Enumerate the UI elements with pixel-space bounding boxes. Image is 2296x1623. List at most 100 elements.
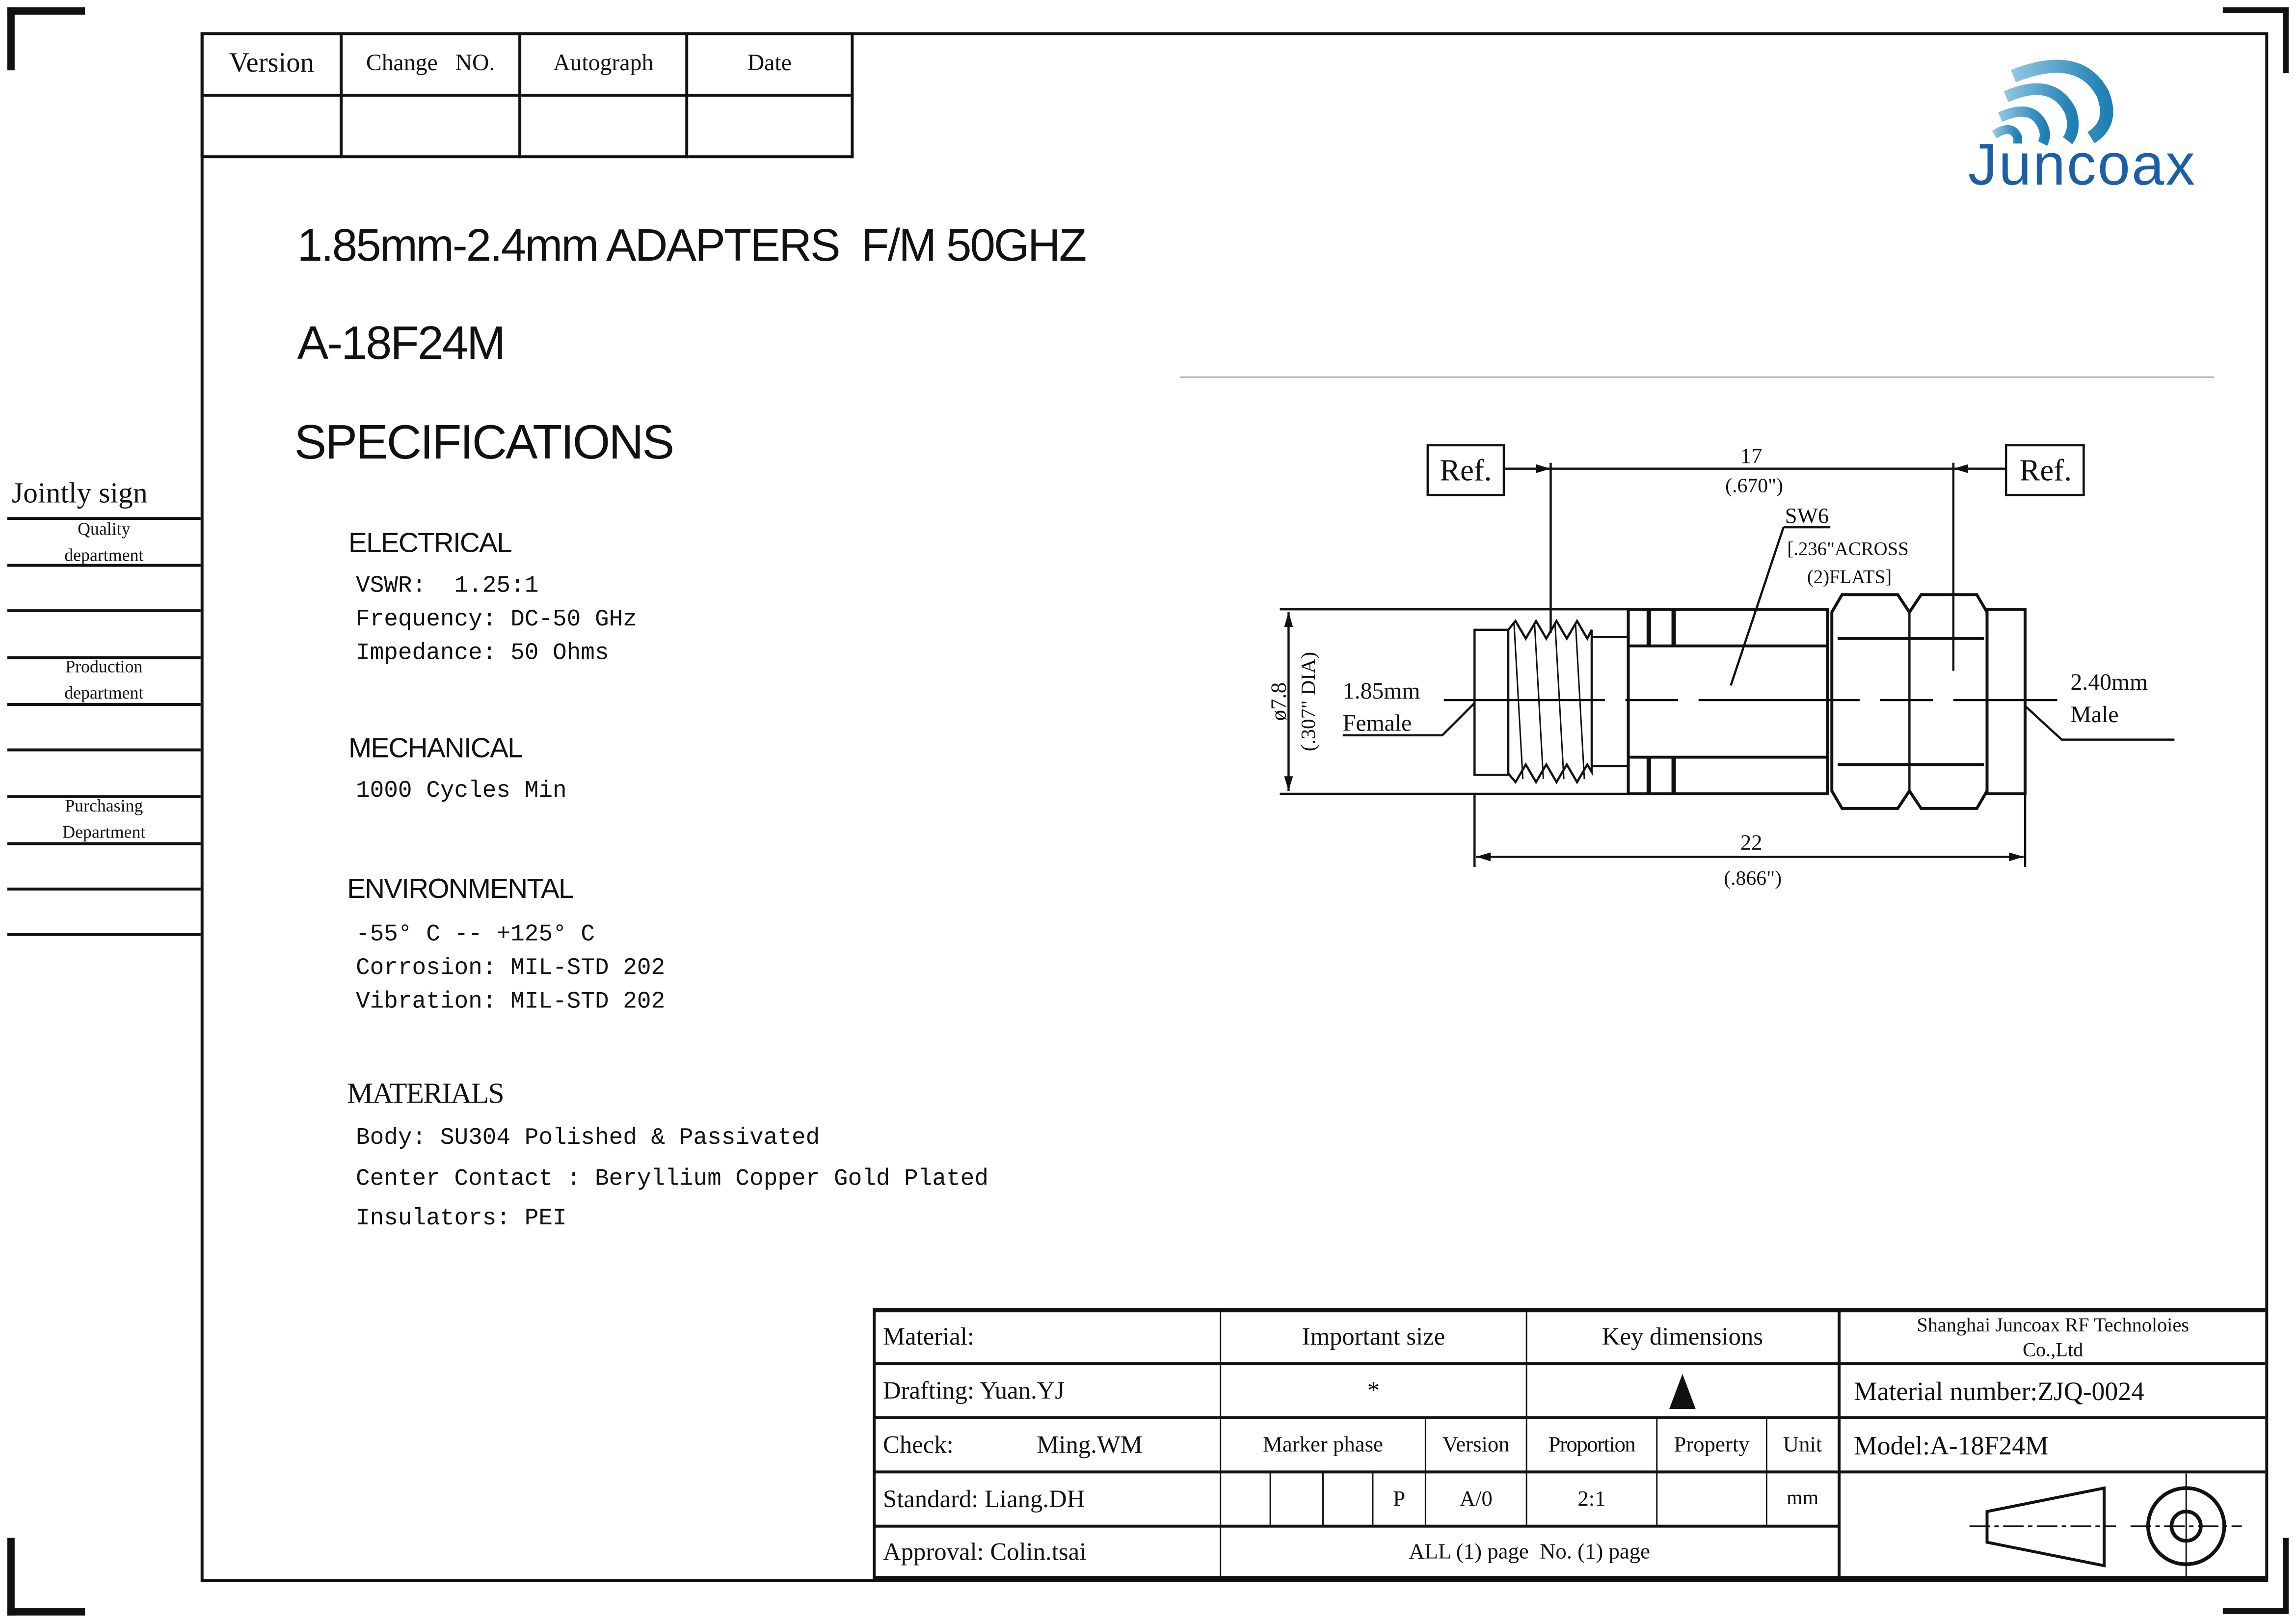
diameter-inch-label: (.307" DIA) — [1297, 652, 1320, 752]
spec-center-contact: Center Contact : Beryllium Copper Gold P… — [355, 1165, 989, 1192]
female-leader — [1342, 702, 1475, 736]
version-label: Version — [1442, 1433, 1510, 1457]
spec-vswr: VSWR: 1.25:1 — [355, 572, 539, 599]
sign-line — [7, 517, 201, 520]
key-dimensions-label: Key dimensions — [1602, 1323, 1763, 1351]
hex-size-label: SW6 — [1785, 503, 1829, 528]
revision-cell — [200, 93, 343, 159]
dept-label: Production — [65, 656, 143, 677]
spec-impedance: Impedance: 50 Ohms — [355, 640, 609, 667]
materials-heading: MATERIALS — [347, 1078, 505, 1110]
sign-line — [7, 795, 201, 798]
dept-label: Quality — [78, 518, 131, 539]
sign-line — [7, 748, 201, 752]
divider-line — [1180, 376, 2214, 378]
proportion-label: Proportion — [1548, 1433, 1636, 1457]
spec-insulators: Insulators: PEI — [355, 1205, 567, 1232]
revision-cell — [340, 93, 522, 159]
male-interface — [1985, 608, 2027, 795]
corner-mark-tl — [7, 7, 85, 15]
version-value: A/0 — [1459, 1487, 1493, 1511]
revision-row — [200, 93, 854, 159]
page-count: ALL (1) page No. (1) page — [1409, 1540, 1650, 1564]
material-number: Material number:ZJQ-0024 — [1854, 1376, 2145, 1406]
dept-label: department — [64, 682, 144, 703]
ref-box-right — [2005, 444, 2085, 496]
jointly-sign-label: Jointly sign — [11, 477, 148, 510]
sign-line — [7, 887, 201, 891]
hex-note-across: [.236"ACROSS — [1787, 539, 1908, 560]
adapter-body — [1627, 608, 1829, 795]
environmental-heading: ENVIRONMENTAL — [347, 874, 574, 905]
corner-mark-tr — [2283, 7, 2289, 74]
hex-note-flats: (2)FLATS] — [1807, 566, 1892, 587]
revision-header-row: Version Change NO. Autograph Date — [200, 32, 854, 97]
revision-table: Version Change NO. Autograph Date — [200, 32, 854, 159]
male-label: Male — [2071, 702, 2119, 728]
projection-symbol-icon — [1969, 1473, 2242, 1576]
mechanical-heading: MECHANICAL — [348, 733, 523, 765]
sign-line — [7, 656, 201, 659]
corner-mark-bl — [7, 1538, 15, 1616]
material-label: Material: — [883, 1323, 974, 1351]
unit-label: Unit — [1783, 1433, 1822, 1457]
model-number: Model:A-18F24M — [1854, 1430, 2049, 1460]
property-label: Property — [1674, 1433, 1750, 1457]
corner-mark-br — [2222, 1608, 2289, 1614]
dim-22-inch: (.866") — [1724, 867, 1782, 890]
product-model: A-18F24M — [297, 316, 506, 369]
dim-17-inch: (.670") — [1725, 474, 1783, 497]
company-name: Shanghai Juncoax RF Technoloies Co.,Ltd — [1841, 1311, 2265, 1363]
spec-frequency: Frequency: DC-50 GHz — [355, 606, 637, 633]
sign-line — [7, 842, 201, 845]
sign-line — [7, 703, 201, 706]
spec-temperature: -55° C -- +125° C — [355, 921, 595, 948]
marker-phase-label: Marker phase — [1263, 1433, 1383, 1457]
female-interface — [1473, 628, 1510, 776]
ref-label-right: Ref. — [2020, 453, 2072, 487]
electrical-heading: ELECTRICAL — [348, 529, 512, 560]
company-name-line2: Co.,Ltd — [2023, 1338, 2083, 1361]
key-dimension-triangle-icon — [1527, 1365, 1838, 1418]
revision-header-autograph: Autograph — [518, 32, 689, 97]
corner-mark-bl — [7, 1608, 85, 1616]
sign-line — [7, 609, 201, 613]
product-title: 1.85mm-2.4mm ADAPTERS F/M 50GHZ — [297, 219, 1087, 271]
dept-label: Purchasing — [65, 795, 143, 816]
proportion-value: 2:1 — [1577, 1487, 1606, 1511]
corner-mark-br — [2283, 1538, 2289, 1614]
important-size-label: Important size — [1302, 1323, 1445, 1351]
check-name: Ming.WM — [1037, 1431, 1143, 1459]
check-label: Check: — [883, 1431, 954, 1459]
ref-box-left — [1426, 444, 1505, 496]
property-value — [1657, 1473, 1766, 1526]
ref-label-left: Ref. — [1440, 453, 1492, 487]
dim-17: 17 — [1740, 443, 1762, 468]
sign-line — [7, 564, 201, 567]
phase-value: P — [1393, 1487, 1406, 1511]
revision-cell — [685, 93, 854, 159]
spec-body: Body: SU304 Polished & Passivated — [355, 1125, 820, 1151]
logo-text: Juncoax — [1968, 132, 2196, 190]
female-size-label: 1.85mm — [1343, 678, 1420, 704]
revision-header-date: Date — [685, 32, 854, 97]
spec-vibration: Vibration: MIL-STD 202 — [355, 988, 666, 1015]
revision-header-change-no: Change NO. — [340, 32, 522, 97]
thread-section — [1507, 619, 1593, 784]
juncoax-logo: Juncoax — [1962, 55, 2233, 197]
unit-value: mm — [1787, 1488, 1819, 1510]
revision-header-version: Version — [200, 32, 343, 97]
important-size-symbol: * — [1367, 1377, 1380, 1405]
spec-corrosion: Corrosion: MIL-STD 202 — [355, 955, 666, 981]
title-block: Material: Drafting: Yuan.YJ Check: Ming.… — [873, 1308, 2266, 1581]
standard-label: Standard: Liang.DH — [883, 1485, 1085, 1513]
corner-mark-tr — [2222, 7, 2289, 13]
dept-label: Department — [62, 821, 146, 842]
spec-cycles: 1000 Cycles Min — [355, 778, 567, 804]
specifications-heading: SPECIFICATIONS — [294, 414, 674, 469]
male-size-label: 2.40mm — [2071, 669, 2148, 695]
dim-22: 22 — [1740, 830, 1762, 854]
